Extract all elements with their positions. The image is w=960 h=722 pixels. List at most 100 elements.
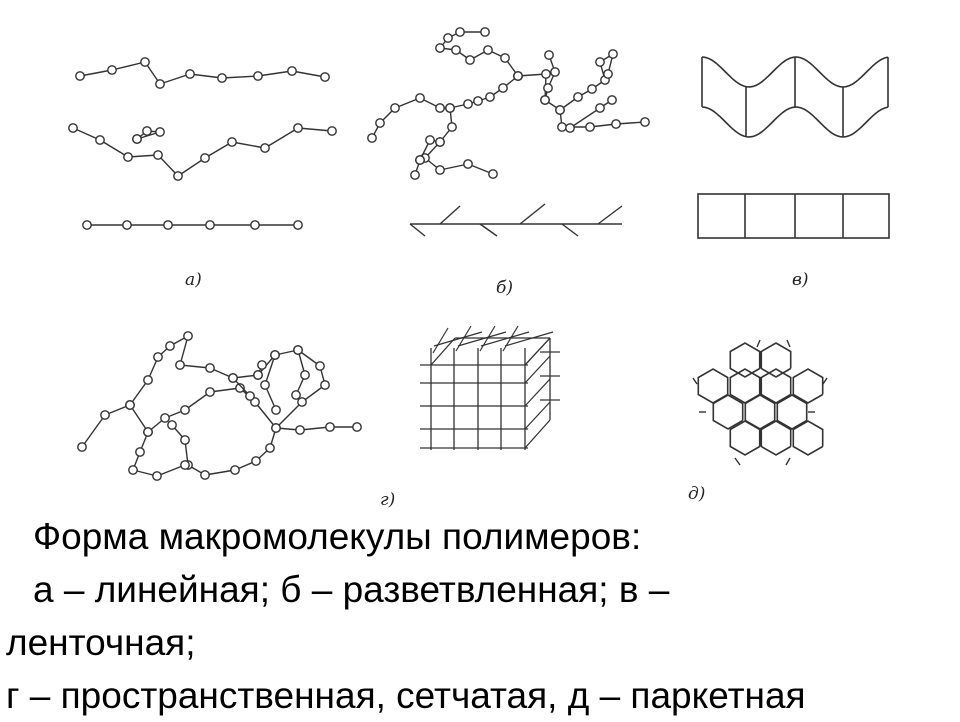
- bond-line: [189, 73, 223, 79]
- bond-line: [479, 223, 498, 237]
- monomer-node: [253, 71, 263, 81]
- monomer-node: [245, 391, 255, 401]
- bond-line: [221, 75, 259, 79]
- bond-line: [299, 426, 331, 431]
- bond-line: [756, 339, 761, 348]
- bond-line: [275, 401, 303, 429]
- monomer-node: [180, 405, 190, 415]
- monomer-node: [167, 420, 177, 430]
- monomer-node: [375, 118, 385, 128]
- monomer-node: [390, 103, 400, 113]
- monomer-node: [295, 425, 305, 435]
- monomer-node: [435, 43, 445, 53]
- monomer-node: [483, 45, 493, 55]
- monomer-node: [160, 413, 170, 423]
- monomer-node: [352, 422, 362, 432]
- bond-line: [561, 223, 579, 237]
- monomer-node: [250, 220, 260, 230]
- monomer-node: [68, 123, 78, 133]
- monomer-node: [165, 341, 175, 351]
- monomer-node: [183, 331, 193, 341]
- monomer-node: [435, 137, 445, 147]
- monomer-node: [175, 360, 185, 370]
- caption-line-2: а – линейная; б – разветвленная; в –: [33, 569, 670, 610]
- monomer-node: [640, 117, 650, 127]
- monomer-node: [75, 71, 85, 81]
- label-v: в): [792, 270, 809, 290]
- polymer-shapes-figure: [68, 27, 890, 481]
- bond-line: [597, 205, 623, 225]
- bond-line: [81, 414, 106, 448]
- hexagon-cell: [760, 420, 792, 456]
- bond-line: [72, 127, 101, 141]
- ribbon-bottom-edge: [701, 106, 889, 138]
- monomer-node: [228, 373, 238, 383]
- monomer-node: [463, 159, 473, 169]
- bond-line: [204, 469, 236, 476]
- bond-line: [409, 223, 426, 237]
- monomer-node: [143, 427, 153, 437]
- monomer-node: [573, 92, 583, 102]
- bond-line: [439, 205, 461, 225]
- hexagon-cell: [792, 368, 824, 404]
- panel-g-network-cube: [420, 325, 560, 450]
- monomer-node: [260, 143, 270, 153]
- caption-title: Форма макромолекулы полимеров:: [33, 516, 642, 557]
- monomer-node: [443, 33, 453, 43]
- monomer-node: [140, 57, 150, 67]
- ribbon-strip: [697, 193, 890, 239]
- monomer-node: [77, 442, 87, 452]
- monomer-node: [205, 363, 215, 373]
- bond-line: [524, 419, 551, 449]
- bond-line: [430, 337, 456, 366]
- monomer-node: [435, 103, 445, 113]
- monomer-node: [585, 122, 595, 132]
- monomer-node: [603, 69, 613, 79]
- bond-line: [257, 70, 293, 77]
- monomer-node: [235, 383, 245, 393]
- monomer-node: [500, 53, 510, 63]
- bond-line: [254, 401, 277, 429]
- monomer-node: [608, 49, 618, 59]
- monomer-node: [480, 27, 490, 37]
- monomer-node: [205, 387, 215, 397]
- monomer-node: [425, 135, 435, 145]
- monomer-node: [227, 137, 237, 147]
- monomer-node: [260, 380, 270, 390]
- bond-line: [179, 335, 189, 366]
- monomer-node: [557, 122, 567, 132]
- monomer-node: [541, 69, 551, 79]
- hexagon-cell: [760, 368, 792, 404]
- bond-line: [231, 141, 266, 149]
- monomer-node: [143, 375, 153, 385]
- bond-line: [184, 391, 211, 411]
- monomer-node: [455, 27, 465, 37]
- monomer-node: [271, 405, 281, 415]
- panel-b-branched: [367, 27, 650, 237]
- monomer-node: [271, 423, 281, 433]
- monomer-node: [315, 361, 325, 371]
- monomer-node: [200, 470, 210, 480]
- bond-line: [519, 203, 546, 225]
- monomer-node: [473, 96, 483, 106]
- monomer-node: [595, 57, 605, 67]
- label-b: б): [496, 278, 514, 298]
- monomer-node: [415, 93, 425, 103]
- monomer-node: [498, 83, 508, 93]
- bond-line: [129, 404, 149, 433]
- caption-line-4: г – пространственная, сетчатая, д – парк…: [6, 675, 806, 716]
- monomer-node: [153, 150, 163, 160]
- monomer-node: [180, 435, 190, 445]
- monomer-node: [230, 465, 240, 475]
- monomer-node: [142, 126, 152, 136]
- hexagon-cell: [729, 342, 761, 378]
- monomer-node: [415, 155, 425, 165]
- monomer-node: [185, 69, 195, 79]
- bond-line: [433, 331, 483, 347]
- monomer-node: [513, 71, 523, 81]
- monomer-node: [82, 220, 92, 230]
- bond-line: [457, 331, 507, 347]
- bond-line: [734, 457, 741, 466]
- monomer-node: [435, 165, 445, 175]
- monomer-node: [611, 119, 621, 129]
